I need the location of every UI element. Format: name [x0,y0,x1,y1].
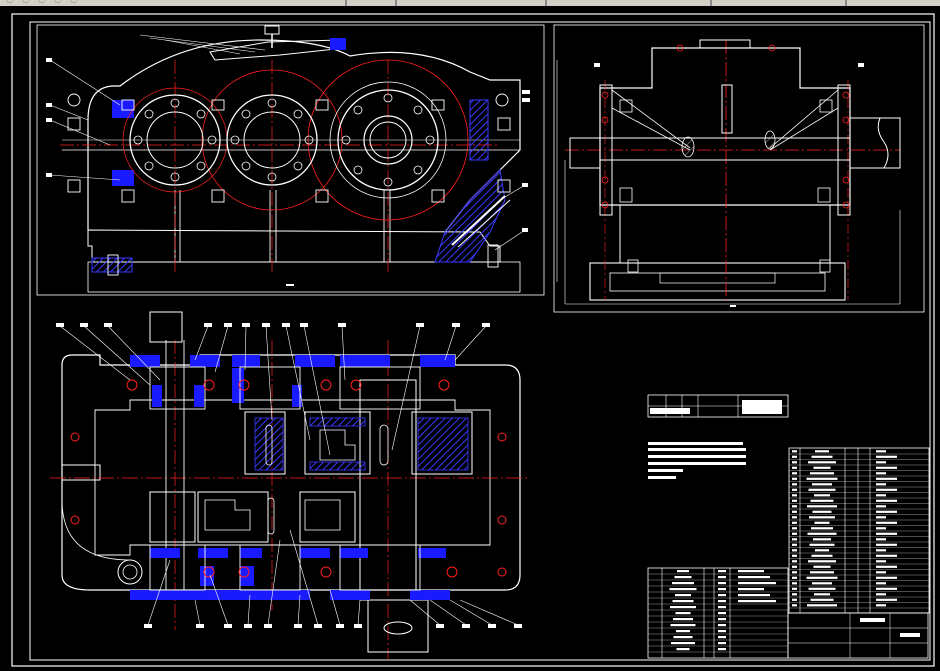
hatched-section [112,100,134,118]
gearbox-cover-outline [87,39,521,233]
leader-lines [59,325,519,626]
hatched-section [764,130,776,150]
lifting-lug [699,39,751,49]
oil-gauge [457,199,511,248]
base-pocket [659,272,776,284]
base-inner [609,272,826,292]
parts-list-table [788,447,930,614]
bearing-cap [369,121,407,159]
foundation-line [87,261,521,293]
bearing-cap [146,111,204,169]
bolt-row [619,99,833,273]
bearing-cap [129,94,221,186]
drain-plug [122,564,138,580]
leader-lines [49,34,526,251]
bolt-row [67,93,511,276]
gear-outline [329,81,447,199]
side-view [553,24,925,313]
toolbar-icon-3[interactable]: ◌ [38,0,46,5]
blue-bearing-seals [130,355,455,600]
housing-base [589,262,846,301]
hatched-section [112,170,134,186]
output-shaft [849,117,901,169]
gear-pitch-circle [307,59,469,221]
inspection-cover [209,39,346,61]
toolbar-separator [345,0,347,6]
oil-gauge [451,195,506,246]
hatched-section [681,136,695,158]
toolbar-separator [545,0,547,6]
callout-tags [56,323,522,628]
title-block [647,567,929,659]
toolbar-icon-2[interactable]: ◌ [22,0,30,5]
hidden-lines [611,89,839,151]
cad-toolbar-strip[interactable]: ◌ ◌ ◌ ◌ ◌ [0,0,940,6]
front-view [36,24,558,296]
hatched-section [434,168,506,263]
bearing-cap [363,115,413,165]
technical-requirements-text [648,442,746,479]
bolt-holes [70,379,507,578]
side-view-frame [553,24,925,313]
hatched-section [254,417,469,471]
housing-inner-wall [94,399,491,556]
flange-bolts [601,44,850,209]
callout-tags [46,58,530,286]
hatched-section [469,99,489,161]
drain-plug [117,559,143,585]
oil-gauge-side [721,84,733,134]
toolbar-separator [710,0,712,6]
housing-corner-round [61,499,131,561]
end-flange [837,84,851,216]
input-shaft [569,137,601,169]
top-section-view [50,311,530,660]
vent-plug [264,25,280,35]
housing-lower-body [619,204,831,264]
drawing-border-inner [29,21,931,661]
key-slot [383,621,413,635]
bearing-cap [337,89,439,191]
toolbar-separator [845,0,847,6]
bolt-circle [133,93,435,187]
shaft-line [599,137,851,161]
drawing-border-outer [11,13,935,667]
bearing-cap [226,94,318,186]
housing-plan-outline [61,354,521,591]
gear-teeth-outline [204,424,389,535]
parameter-table [647,394,789,418]
toolbar-icon-1[interactable]: ◌ [6,0,14,5]
housing-cover-outline [599,47,851,206]
vent-handle [330,38,346,50]
toolbar-separator [395,0,397,6]
input-shaft-stub [149,311,183,343]
shaft-boss [62,464,101,481]
output-shaft-break [877,117,889,169]
gear-blanks [149,411,473,543]
toolbar-icon-4[interactable]: ◌ [54,0,62,5]
bearing-cap [243,111,301,169]
front-view-frame [36,24,545,296]
toolbar-icon-5[interactable]: ◌ [70,0,78,5]
output-shaft [359,379,417,601]
callout-tags [594,63,864,307]
end-flange [599,84,613,216]
hatched-section [91,257,133,273]
